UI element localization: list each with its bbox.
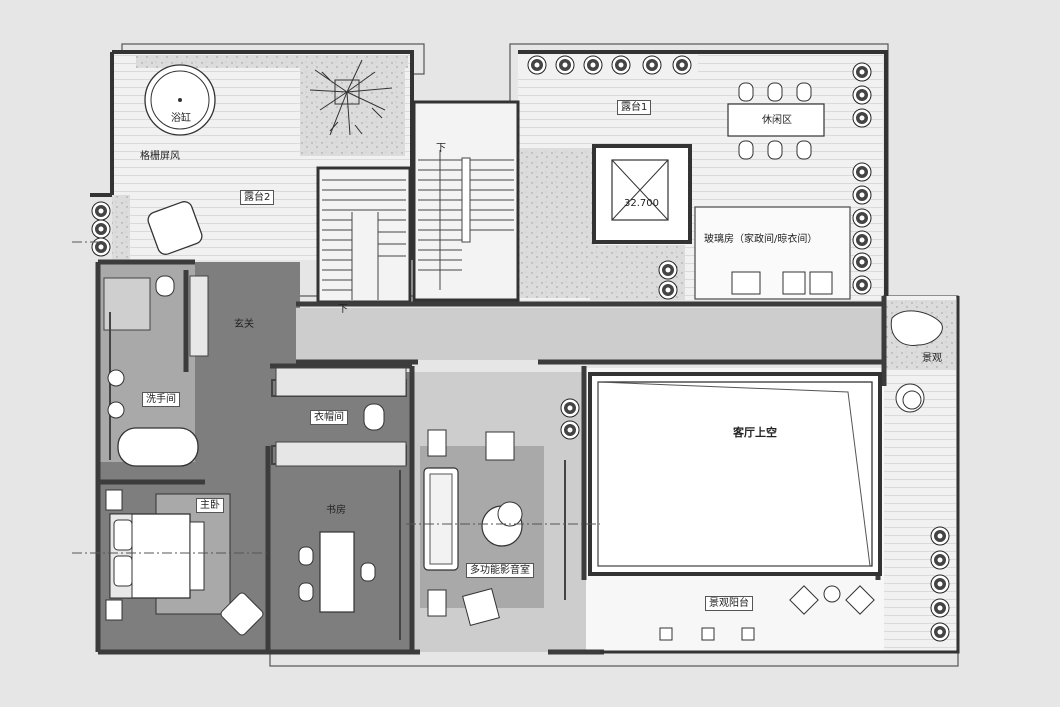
chair-icon — [659, 585, 875, 641]
sofa-icon — [423, 429, 523, 626]
closet-label: 衣帽间 — [310, 410, 348, 425]
basin-icon — [107, 369, 125, 419]
glass-room — [694, 206, 851, 300]
terrace-2-label: 露台2 — [240, 190, 275, 205]
closet-shelves — [189, 275, 407, 467]
armchair-icon — [147, 201, 203, 255]
plant-icon — [91, 201, 111, 257]
washroom-label: 洗手间 — [142, 392, 180, 407]
master-bedroom-label: 主卧 — [196, 498, 224, 513]
media-room-label: 多功能影音室 — [466, 563, 534, 578]
foyer-label: 玄关 — [234, 319, 254, 330]
balcony-edge — [600, 296, 960, 654]
elevation-label: 32.700 — [624, 198, 659, 209]
living-void — [588, 372, 882, 576]
living-void-label: 客厅上空 — [733, 426, 777, 439]
bed-icon — [105, 489, 264, 636]
glass-room-label: 玻璃房（家政间/晾衣间） — [704, 234, 818, 245]
table-icon — [298, 531, 376, 613]
lounge-label: 休闲区 — [762, 115, 792, 126]
terrace-1-label: 露台1 — [617, 100, 652, 115]
view-balcony-label: 景观阳台 — [705, 596, 753, 611]
tree-icon — [309, 59, 393, 136]
landscape-label: 景观 — [922, 353, 942, 364]
bathtub-label: 浴缸 — [171, 113, 191, 124]
elevator-icon — [592, 144, 692, 244]
study-label: 书房 — [326, 505, 346, 516]
stair-icon — [316, 100, 520, 304]
stair-down-label-2: 下 — [338, 304, 348, 315]
bathtub-icon — [117, 427, 199, 467]
stair-down-label: 下 — [436, 143, 446, 154]
screen-label: 格栅屏风 — [140, 151, 180, 162]
lounge-table-icon — [727, 82, 825, 160]
tree-icon — [890, 310, 943, 413]
centerline — [72, 241, 600, 554]
bathtub-icon — [144, 64, 216, 136]
toilet-icon — [155, 275, 385, 431]
